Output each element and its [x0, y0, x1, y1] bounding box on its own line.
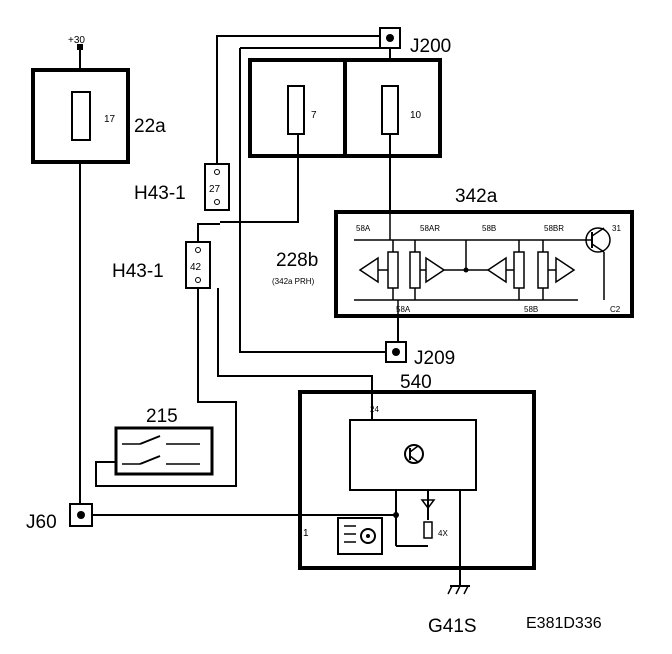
label-228b: 228b (342a PRH) [272, 250, 318, 286]
pin-58a-bottom: 58A [396, 305, 411, 314]
supply-label: +30 [68, 35, 85, 46]
pin-58ar: 58AR [420, 224, 440, 233]
module-342a-label: 342a [455, 186, 498, 207]
fuse-17-label: 17 [104, 114, 116, 125]
unit-540-pin-right: 4X [438, 529, 448, 538]
pin-c2: C2 [610, 305, 621, 314]
connector-j200: J200 [379, 27, 451, 57]
connector-h43-lower: 42 H43-1 [112, 241, 211, 289]
label-228b-main: 228b [276, 250, 318, 271]
pin-58br: 58BR [544, 224, 564, 233]
h43-upper-label: H43-1 [134, 183, 186, 204]
ground-label: G41S [428, 616, 477, 637]
fuse-10-label: 10 [410, 110, 422, 121]
fuse-box-22a: 17 22a [31, 68, 166, 164]
diagram-code: E381D336 [526, 615, 602, 632]
h43-lower-label: H43-1 [112, 261, 164, 282]
unit-540-pin-left: 1 [303, 528, 309, 539]
connector-h43-upper: 27 H43-1 [134, 163, 230, 211]
h43-upper-pin: 27 [209, 184, 221, 195]
pin-58b-top: 58B [482, 224, 496, 233]
unit-540-label: 540 [400, 372, 432, 393]
unit-540: 540 24 4X 1 [298, 372, 536, 570]
pin-58b-bottom: 58B [524, 305, 538, 314]
fuse-box-22a-label: 22a [134, 116, 166, 137]
unit-540-pin-top: 24 [370, 405, 379, 414]
j200-label: J200 [410, 36, 451, 57]
pin-31: 31 [612, 224, 621, 233]
switch-215-label: 215 [146, 406, 178, 427]
connector-j60: J60 [26, 503, 93, 533]
fuse-7-label: 7 [311, 110, 317, 121]
fuse-box-main: 7 10 [248, 58, 442, 158]
module-342a: 342a 58A 58AR 58B 58BR 31 58A 58B C2 [334, 186, 634, 318]
label-228b-sub: (342a PRH) [272, 277, 315, 286]
pin-58a-top: 58A [356, 224, 371, 233]
j209-label: J209 [414, 348, 455, 369]
h43-lower-pin: 42 [190, 262, 202, 273]
supply-30: +30 [68, 35, 85, 70]
j60-label: J60 [26, 512, 57, 533]
connector-j209: J209 [385, 341, 455, 369]
switch-215: 215 [114, 406, 214, 476]
ground-g41s: G41S [428, 568, 477, 637]
